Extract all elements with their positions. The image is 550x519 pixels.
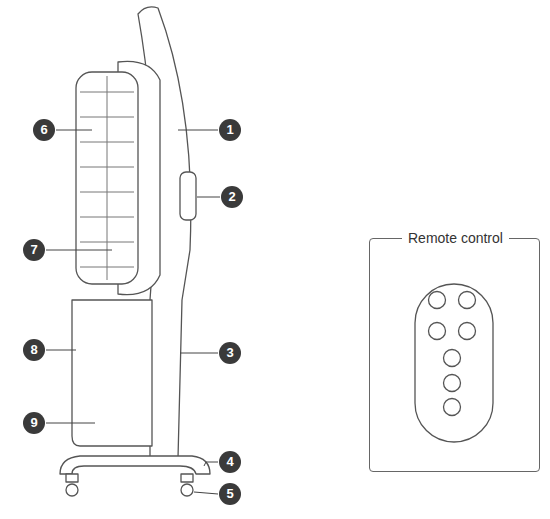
leader-lines <box>46 130 220 494</box>
callout-number: 2 <box>221 186 243 208</box>
callout-number: 3 <box>219 342 241 364</box>
caster-wheel <box>66 484 78 496</box>
caster-wheel <box>181 484 193 496</box>
fan-guard <box>76 72 138 284</box>
callout-number: 1 <box>219 119 241 141</box>
callout-number: 5 <box>219 483 241 505</box>
water-tank <box>72 300 152 446</box>
remote-control-panel: Remote control <box>369 238 540 472</box>
base <box>60 456 210 474</box>
callout-number: 6 <box>33 119 55 141</box>
panel-heading: Remote control <box>402 230 509 246</box>
caster-bracket <box>66 474 78 482</box>
caster-bracket <box>181 474 193 482</box>
callout-number: 7 <box>23 239 45 261</box>
callout-number: 9 <box>23 412 45 434</box>
control-knob <box>180 172 196 220</box>
callout-number: 8 <box>23 339 45 361</box>
callout-number: 4 <box>219 451 241 473</box>
fan-grill <box>80 76 134 280</box>
remote-control-illustration <box>415 284 493 442</box>
